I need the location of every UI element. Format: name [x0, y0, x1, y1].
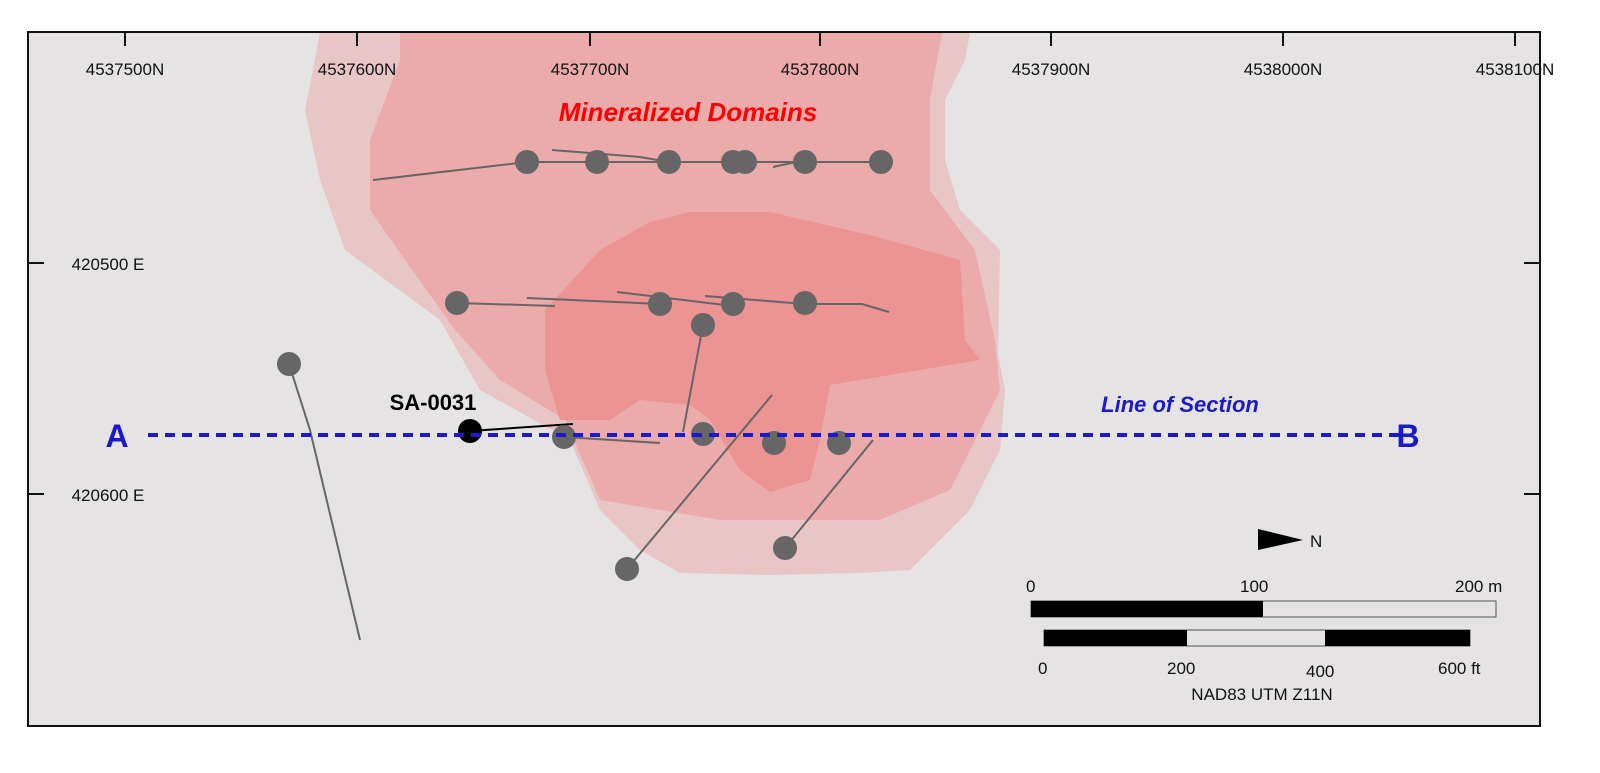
drillhole-collar[interactable]: [793, 150, 817, 174]
svg-text:400: 400: [1306, 662, 1334, 681]
drillhole-collar[interactable]: [515, 150, 539, 174]
svg-text:0: 0: [1038, 659, 1047, 678]
domain-inner: [545, 212, 980, 492]
north-arrow-icon: [1258, 529, 1303, 550]
drillhole-collar[interactable]: [733, 150, 757, 174]
north-label: N: [1310, 532, 1322, 551]
drillhole-collar[interactable]: [277, 352, 301, 376]
drillhole-collar[interactable]: [648, 292, 672, 316]
projection-label: NAD83 UTM Z11N: [1191, 685, 1332, 704]
drillhole-collar[interactable]: [773, 536, 797, 560]
svg-text:200: 200: [1167, 659, 1195, 678]
section-end-label: B: [1396, 418, 1419, 454]
northing-tick-label: 4538000N: [1244, 60, 1322, 79]
northing-tick-label: 4537900N: [1012, 60, 1090, 79]
scale-bar-metric: 0 100 200 m: [1026, 577, 1502, 618]
svg-text:0: 0: [1026, 577, 1035, 596]
line-of-section-label: Line of Section: [1101, 392, 1259, 417]
svg-text:100: 100: [1240, 577, 1268, 596]
sa-0031-label: SA-0031: [390, 390, 477, 415]
northing-tick-label: 4538100N: [1476, 60, 1554, 79]
drillhole-collar[interactable]: [657, 150, 681, 174]
drillhole-collar[interactable]: [869, 150, 893, 174]
drillhole-traces: [288, 149, 890, 641]
easting-tick-label: 420500 E: [72, 255, 145, 274]
sa-0031-collar[interactable]: [458, 419, 482, 443]
drillhole-collar[interactable]: [445, 291, 469, 315]
northing-tick-label: 4537800N: [781, 60, 859, 79]
svg-text:200 m: 200 m: [1455, 577, 1502, 596]
svg-text:600 ft: 600 ft: [1438, 659, 1481, 678]
sa-0031-trace: [469, 423, 574, 432]
easting-tick-label: 420600 E: [72, 486, 145, 505]
section-start-label: A: [105, 418, 128, 454]
coordinate-ticks: 4537500N 4537600N 4537700N 4537800N 4537900N…: [28, 32, 1554, 505]
drillhole-collar[interactable]: [615, 557, 639, 581]
drillhole-collar[interactable]: [793, 291, 817, 315]
northing-tick-label: 4537600N: [318, 60, 396, 79]
northing-tick-label: 4537700N: [551, 60, 629, 79]
mineralized-domains-label: Mineralized Domains: [559, 97, 818, 127]
drillhole-collar[interactable]: [691, 313, 715, 337]
drillhole-collar[interactable]: [721, 292, 745, 316]
drillhole-collar[interactable]: [585, 150, 609, 174]
scale-bar-feet: 0 200 400 600 ft: [1038, 629, 1481, 681]
drillhole-collar[interactable]: [691, 422, 715, 446]
northing-tick-label: 4537500N: [86, 60, 164, 79]
